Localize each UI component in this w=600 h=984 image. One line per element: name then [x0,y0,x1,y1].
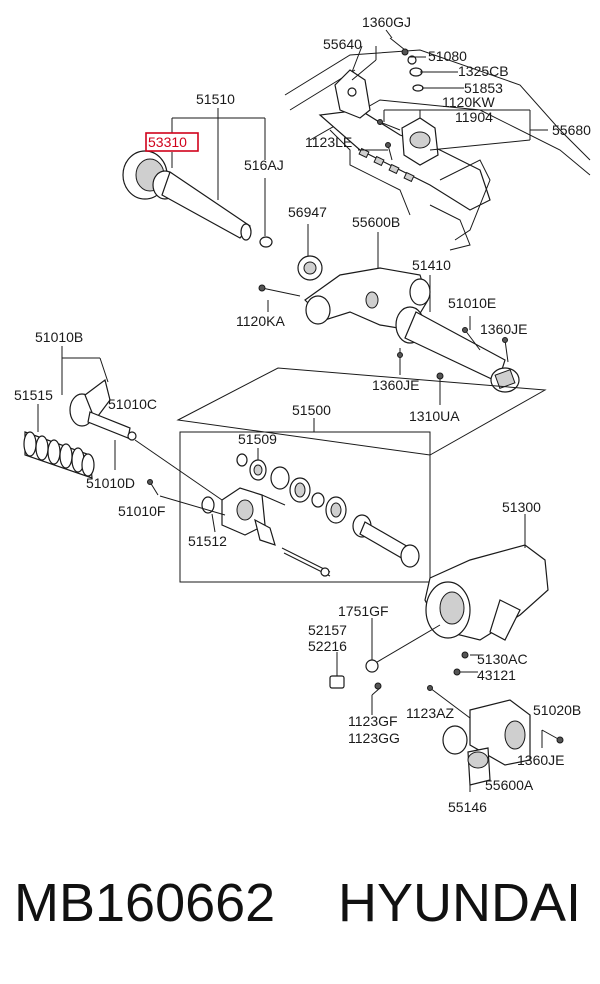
label-1751GF: 1751GF [338,603,389,619]
label-51020B: 51020B [533,702,581,718]
bushing-55146 [467,747,491,792]
label-1123GG: 1123GG [348,730,400,746]
joint-51010B [61,346,137,441]
seal-1751GF [365,618,379,673]
label-1123AZ: 1123AZ [406,705,454,721]
label-1123LE: 1123LE [305,134,352,150]
box-51500 [179,431,431,583]
bolt-1360GJ [389,37,409,56]
gear-set-51500 [289,477,420,568]
mount-55680 [377,117,439,166]
label-51010C: 51010C [108,396,157,412]
label-51410: 51410 [412,257,451,273]
footer: MB160662 HYUNDAI [0,872,600,952]
label-55640: 55640 [323,36,362,52]
bolts-lower-tube [397,316,509,405]
bolt-51010F [147,479,159,496]
differential-51300 [424,514,549,641]
label-51500: 51500 [292,402,331,418]
label-51509: 51509 [238,431,277,447]
plug-52216 [329,652,345,689]
label-51510: 51510 [196,91,235,107]
shift-rod [281,547,331,577]
bracket-55640 [334,69,371,119]
washer-51853 [412,84,424,92]
part-number: MB160662 [14,873,276,933]
label-1325CB: 1325CB [458,63,509,79]
label-52157: 52157 [308,622,347,638]
label-51512: 51512 [188,533,227,549]
arm-55600B [304,232,431,331]
label-1360GJ: 1360GJ [362,14,411,30]
shaft-51510 [122,150,273,248]
label-55680: 55680 [552,122,591,138]
leader-box-links [134,439,226,516]
label-51300: 51300 [502,499,541,515]
label-1360JE-bottom: 1360JE [517,752,564,768]
label-5130AC: 5130AC [477,651,528,667]
label-1360JE-low: 1360JE [372,377,419,393]
label-1123GF: 1123GF [348,713,398,729]
label-56947: 56947 [288,204,327,220]
label-11904: 11904 [455,109,493,125]
labels: 1360GJ 55640 51080 1325CB 51853 1120KW 1… [14,14,591,815]
label-51010E: 51010E [448,295,496,311]
leader-lines-shaft [171,108,266,236]
label-1310UA: 1310UA [409,408,460,424]
housing-51500 [221,487,286,546]
label-51010D: 51010D [86,475,135,491]
label-53310: 53310 [148,134,187,150]
leader-lines-top [351,29,548,151]
bolt-1120KA [258,284,301,312]
bolts-51300 [371,624,478,676]
label-43121: 43121 [477,667,516,683]
brand-name: HYUNDAI [338,873,582,933]
label-1360JE-mid: 1360JE [480,321,527,337]
label-516AJ: 516AJ [244,157,284,173]
boot-51515 [23,404,95,479]
nut-51080 [407,55,417,65]
bolt-1123GF [371,682,382,715]
label-1120KW: 1120KW [442,94,495,110]
ring-51509 [236,448,290,490]
label-52216: 52216 [308,638,347,654]
label-55600A: 55600A [485,777,534,793]
label-51010B: 51010B [35,329,83,345]
label-51080: 51080 [428,48,467,64]
label-51010F: 51010F [118,503,165,519]
label-1120KA: 1120KA [236,313,285,329]
ring-51512 [201,496,216,533]
label-51515: 51515 [14,387,53,403]
parts-diagram: 1360GJ 55640 51080 1325CB 51853 1120KW 1… [14,14,591,815]
highlight-box-53310 [145,132,199,152]
seal-56947 [297,224,323,281]
label-55146: 55146 [448,799,487,815]
label-51853: 51853 [464,80,503,96]
label-55600B: 55600B [352,214,400,230]
